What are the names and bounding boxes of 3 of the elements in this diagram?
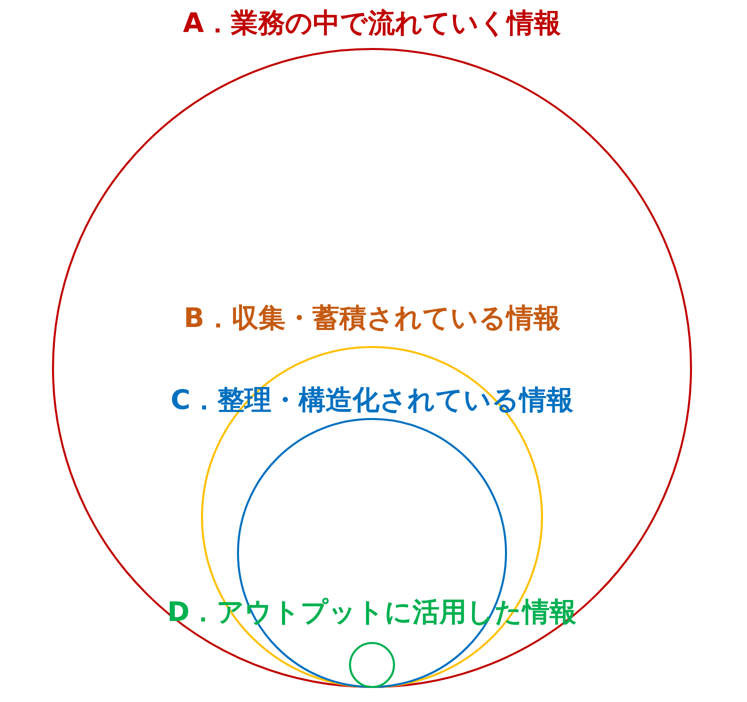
circle-heading: B．収集・蓄積されている情報 — [184, 305, 560, 332]
circle-heading: C．整理・構造化されている情報 — [170, 387, 574, 414]
circle-heading: A．業務の中で流れていく情報 — [183, 10, 561, 37]
